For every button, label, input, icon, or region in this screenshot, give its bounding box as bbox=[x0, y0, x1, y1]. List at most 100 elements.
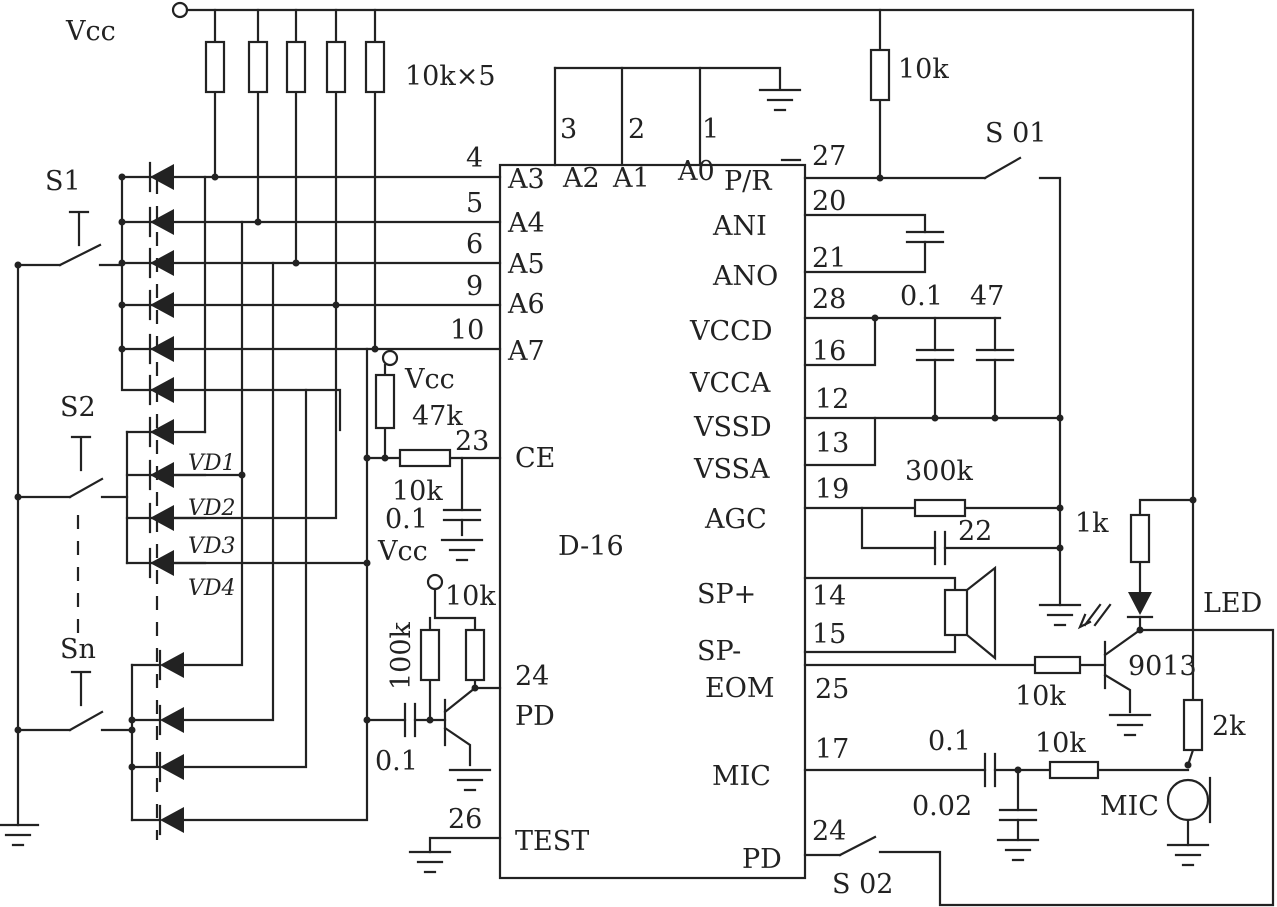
switch-button-icon bbox=[68, 210, 90, 247]
capacitor-icon bbox=[998, 808, 1038, 822]
pin-num-4: 4 bbox=[466, 143, 483, 174]
photo-indicator-icon bbox=[1077, 603, 1112, 630]
c-vcc1-label: 0.1 bbox=[900, 281, 943, 312]
pin-name-pd-left: PD bbox=[515, 701, 555, 732]
c-ce-label: 0.1 bbox=[385, 504, 428, 535]
transistor-label: 9013 bbox=[1128, 651, 1197, 682]
resistor bbox=[419, 628, 441, 682]
diode-icon bbox=[160, 652, 184, 678]
ground-icon bbox=[1038, 603, 1082, 627]
wire bbox=[803, 633, 957, 654]
c-pd-label: 0.1 bbox=[375, 746, 418, 777]
resistor bbox=[464, 628, 486, 682]
vcc-cap-label: Vcc bbox=[377, 536, 428, 567]
r-agc-label: 300k bbox=[905, 456, 974, 487]
pin-num-16: 16 bbox=[812, 336, 846, 367]
wire bbox=[433, 587, 477, 632]
pin-name-a4: A4 bbox=[507, 208, 545, 239]
pin-num-21: 21 bbox=[812, 243, 846, 274]
diode-icon bbox=[150, 164, 174, 190]
wire bbox=[803, 416, 877, 467]
c-mic-label: 0.1 bbox=[928, 726, 971, 757]
pin-num-15: 15 bbox=[812, 619, 846, 650]
junction-dot bbox=[363, 454, 371, 462]
chip-body bbox=[498, 163, 807, 880]
junction-dot bbox=[14, 493, 22, 501]
terminal-icon bbox=[381, 349, 399, 367]
switch-icon bbox=[983, 156, 1022, 180]
switch-s02-label: S 02 bbox=[832, 869, 893, 900]
diode-icon bbox=[150, 377, 174, 403]
diode-vd3-label: VD3 bbox=[188, 534, 236, 559]
c-mic-filter-label: 0.02 bbox=[912, 791, 972, 822]
junction-dot bbox=[1189, 496, 1197, 504]
wire bbox=[182, 388, 308, 769]
capacitor-icon bbox=[403, 702, 417, 738]
pin-name-a7: A7 bbox=[507, 336, 545, 367]
pin-name-test: TEST bbox=[515, 826, 589, 857]
diode-icon bbox=[150, 250, 174, 276]
pin-num-13: 13 bbox=[815, 428, 849, 459]
capacitor-icon bbox=[905, 230, 945, 244]
junction-dot bbox=[1056, 504, 1064, 512]
wire bbox=[860, 506, 937, 550]
switch-s01-label: S 01 bbox=[985, 118, 1046, 149]
wire bbox=[553, 66, 782, 90]
resistor bbox=[1033, 655, 1082, 675]
resistor bbox=[247, 40, 269, 94]
resistor bbox=[1048, 760, 1100, 780]
pin-name-vssa: VSSA bbox=[693, 454, 770, 485]
junction-dot bbox=[14, 726, 22, 734]
ground-icon bbox=[1166, 843, 1210, 867]
pin-name-mic: MIC bbox=[712, 761, 771, 792]
wire bbox=[803, 576, 957, 592]
diode-icon bbox=[150, 505, 174, 531]
ground-icon bbox=[448, 768, 492, 792]
pin-name-sp-plus: SP+ bbox=[697, 579, 756, 610]
pin-num-26: 26 bbox=[448, 804, 482, 835]
pin-name-pd-right: PD bbox=[742, 844, 782, 875]
switch-icon bbox=[58, 243, 102, 267]
mic-label: MIC bbox=[1100, 791, 1159, 822]
pin-name-a0: A0 bbox=[677, 156, 715, 187]
diode-vd4-label: VD4 bbox=[188, 576, 236, 601]
junction-dot bbox=[363, 716, 371, 724]
pin-num-24-left: 24 bbox=[515, 661, 549, 692]
switch-s1-label: S1 bbox=[45, 166, 81, 197]
pin-num-6: 6 bbox=[466, 229, 483, 260]
capacitor-icon bbox=[933, 530, 947, 566]
r-ce-label: 10k bbox=[392, 476, 443, 507]
pin-num-28: 28 bbox=[812, 284, 846, 315]
diode-icon bbox=[150, 550, 174, 576]
switch-icon bbox=[68, 477, 104, 499]
pin-name-vcca: VCCA bbox=[689, 368, 771, 399]
terminal-icon bbox=[171, 1, 189, 19]
r-eom-label: 10k bbox=[1015, 681, 1066, 712]
pin-name-vccd: VCCD bbox=[689, 316, 772, 347]
wire bbox=[1038, 176, 1062, 607]
wire bbox=[182, 561, 369, 822]
resistor bbox=[869, 48, 891, 102]
ground-icon bbox=[0, 823, 40, 847]
capacitor-icon bbox=[975, 348, 1015, 362]
pin-num-12: 12 bbox=[815, 384, 849, 415]
wire bbox=[185, 8, 1195, 702]
wire bbox=[182, 261, 275, 722]
microphone-icon bbox=[1166, 778, 1210, 822]
wire bbox=[878, 98, 987, 180]
junction-dot bbox=[871, 314, 879, 322]
components bbox=[0, 1, 1212, 874]
pin-num-2: 2 bbox=[628, 114, 645, 145]
diode-icon bbox=[160, 754, 184, 780]
pin-name-ani: ANI bbox=[712, 211, 767, 242]
resistor bbox=[398, 448, 452, 468]
diode-vd2-label: VD2 bbox=[188, 496, 236, 521]
junction-dot bbox=[1056, 544, 1064, 552]
r-mic-bias-label: 2k bbox=[1212, 711, 1246, 742]
junction-dot bbox=[1184, 761, 1192, 769]
ground-icon bbox=[1108, 713, 1152, 737]
pin-num-3: 3 bbox=[560, 114, 577, 145]
capacitor-icon bbox=[442, 508, 482, 522]
resistor bbox=[374, 373, 396, 430]
